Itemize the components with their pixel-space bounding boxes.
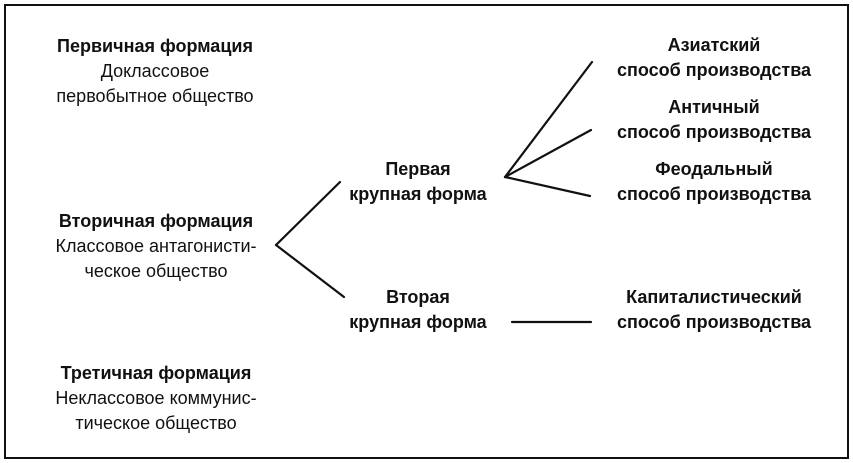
formation-secondary: Вторичная формация Классовое антагонисти…	[28, 209, 284, 284]
mode-feudal-line1: Феодальный	[655, 159, 773, 179]
line-first-form-to-feudal	[503, 175, 592, 198]
mode-antique: Античный способ производства	[596, 95, 832, 145]
first-major-form-line2: крупная форма	[349, 184, 487, 204]
mode-capitalist-line1: Капиталистический	[626, 287, 802, 307]
line-first-form-to-antique	[503, 128, 593, 179]
formation-secondary-line1: Классовое антагонисти-	[55, 236, 257, 256]
mode-asiatic: Азиатский способ производства	[596, 33, 832, 83]
mode-asiatic-line1: Азиатский	[667, 35, 761, 55]
first-major-form: Первая крупная форма	[338, 157, 498, 207]
diagram-frame	[4, 4, 849, 459]
mode-feudal-line2: способ производства	[616, 184, 812, 204]
formation-tertiary-line2: тическое общество	[75, 413, 237, 433]
formation-tertiary-line1: Неклассовое коммунис-	[55, 388, 257, 408]
second-major-form-line2: крупная форма	[349, 312, 487, 332]
mode-feudal: Феодальный способ производства	[596, 157, 832, 207]
second-major-form-line1: Вторая	[386, 287, 450, 307]
formation-tertiary-title: Третичная формация	[60, 363, 252, 383]
first-major-form-line1: Первая	[385, 159, 451, 179]
mode-capitalist-line2: способ производства	[616, 312, 812, 332]
second-major-form: Вторая крупная форма	[338, 285, 498, 335]
formation-primary-line1: Доклассовое	[100, 61, 210, 81]
mode-capitalist: Капиталистический способ производства	[596, 285, 832, 335]
formation-tertiary: Третичная формация Неклассовое коммунис-…	[28, 361, 284, 436]
mode-antique-line1: Античный	[668, 97, 760, 117]
line-secondary-to-second-form	[274, 243, 346, 299]
formation-secondary-title: Вторичная формация	[58, 211, 254, 231]
formation-secondary-line2: ческое общество	[84, 261, 228, 281]
formation-primary-title: Первичная формация	[57, 36, 253, 56]
mode-antique-line2: способ производства	[616, 122, 812, 142]
line-secondary-to-first-form	[274, 180, 342, 247]
formation-primary-line2: первобытное общество	[56, 86, 254, 106]
line-first-form-to-asiatic	[503, 60, 594, 179]
formation-primary: Первичная формация Доклассовое первобытн…	[30, 34, 280, 109]
mode-asiatic-line2: способ производства	[616, 60, 812, 80]
